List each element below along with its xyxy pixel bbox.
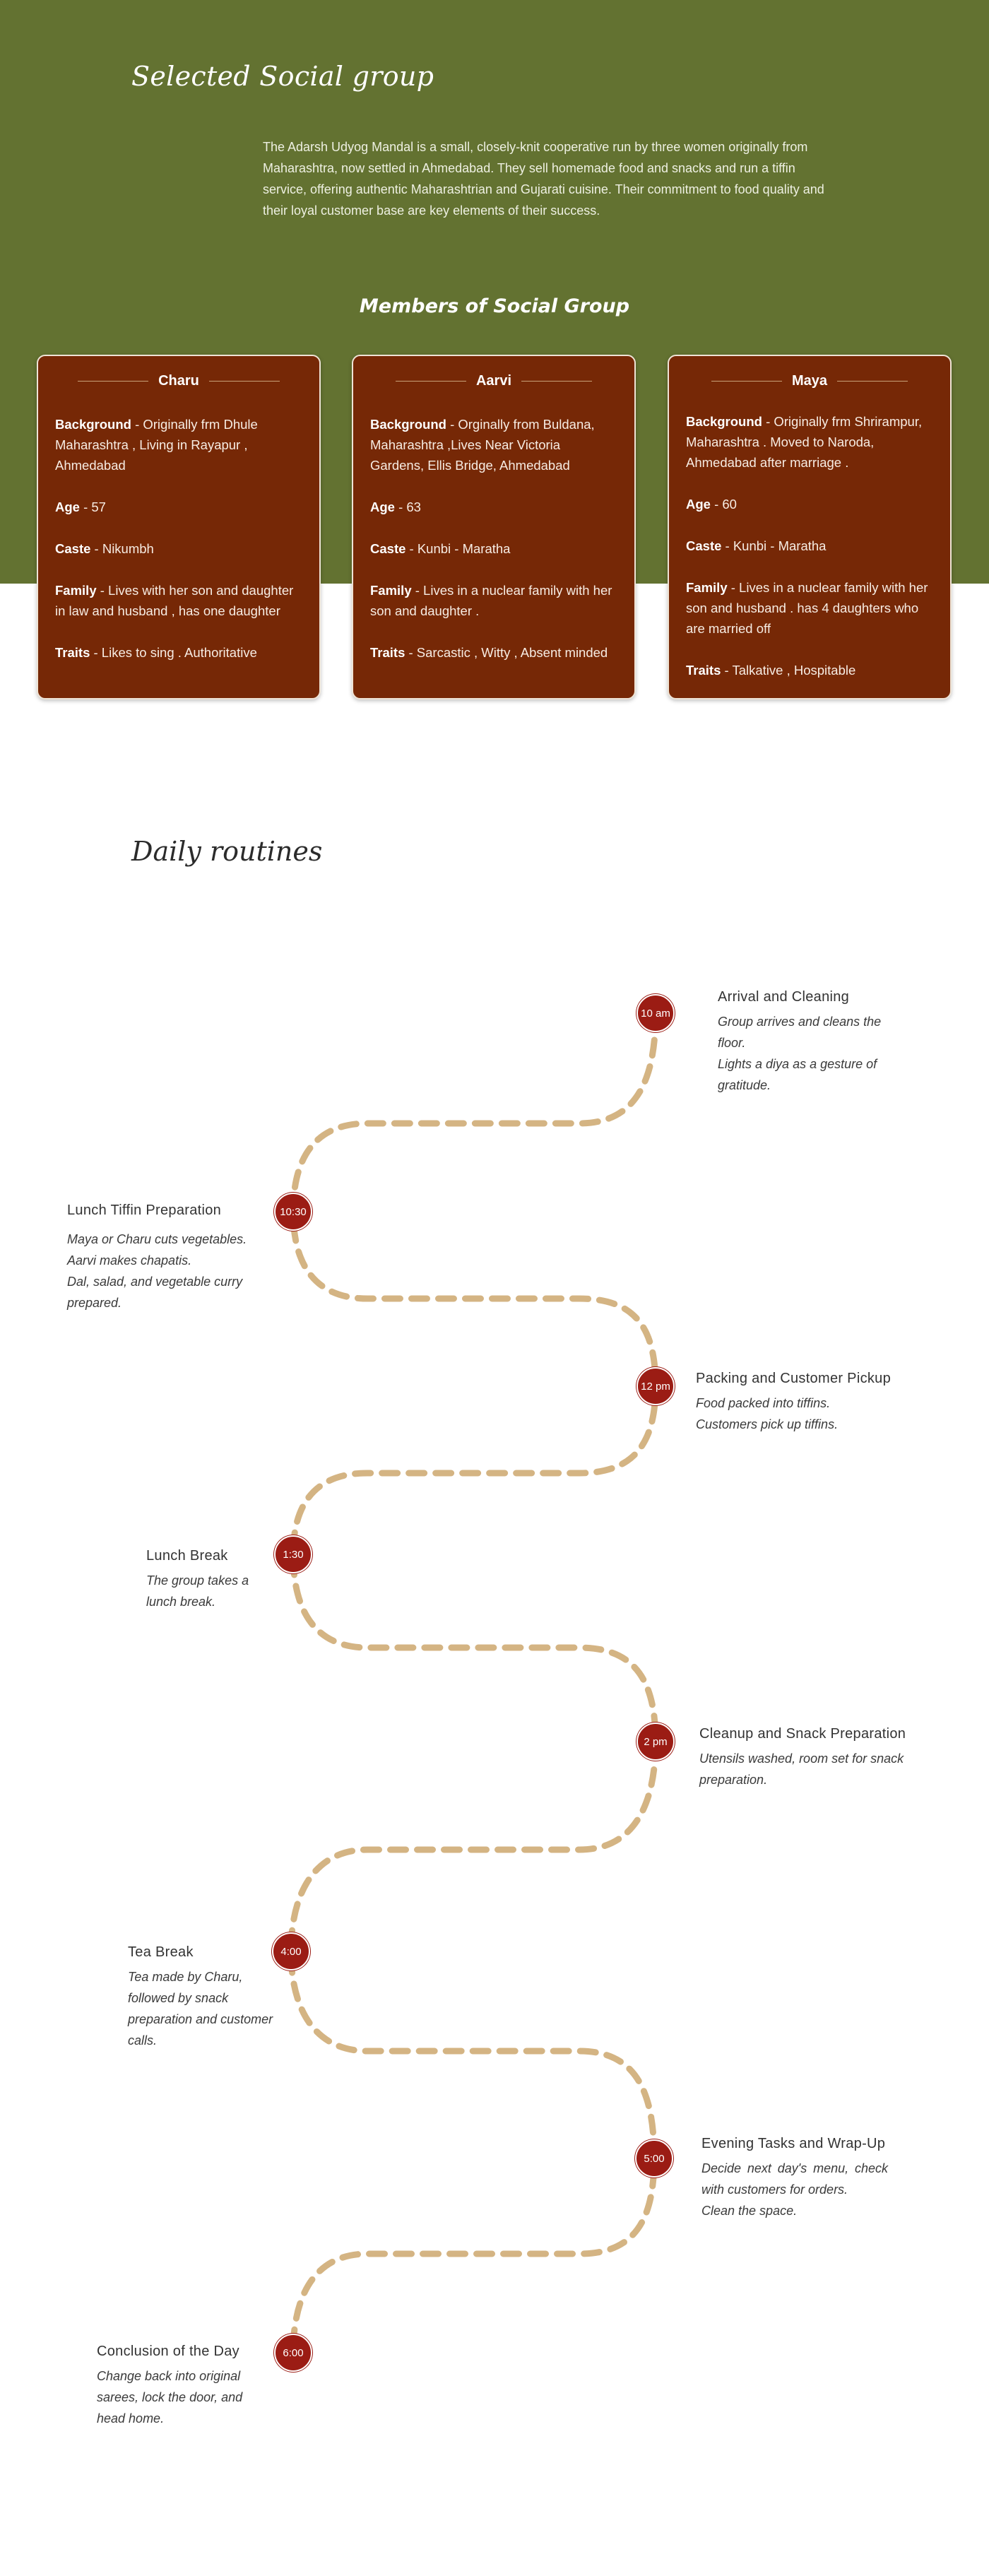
timeline-dashed-curve bbox=[288, 1010, 659, 2356]
time-marker-10am: 10 am bbox=[636, 994, 675, 1032]
card-header: Charu bbox=[55, 356, 302, 406]
time-marker-2pm: 2 pm bbox=[636, 1723, 675, 1761]
time-marker-400: 4:00 bbox=[272, 1932, 310, 1971]
routine-description: Tea made by Charu, followed by snack pre… bbox=[128, 1970, 273, 2048]
member-card-aarvi: Aarvi Background - Orginally from Buldan… bbox=[352, 355, 636, 699]
time-marker-130: 1:30 bbox=[274, 1535, 312, 1573]
routine-title: Cleanup and Snack Preparation bbox=[699, 1726, 906, 1742]
members-heading: Members of Social Group bbox=[359, 295, 630, 317]
routine-description: Food packed into tiffins. Customers pick… bbox=[696, 1396, 839, 1431]
intro-paragraph: The Adarsh Udyog Mandal is a small, clos… bbox=[263, 140, 824, 218]
field-caste: Caste - Kunbi - Maratha bbox=[370, 541, 511, 556]
member-card-maya: Maya Background - Originally frm Shriram… bbox=[668, 355, 952, 699]
card-header: Maya bbox=[686, 356, 933, 406]
time-marker-12pm: 12 pm bbox=[636, 1367, 675, 1405]
field-age: Age - 60 bbox=[686, 497, 737, 512]
routine-cleanup-snack: Cleanup and Snack Preparation Utensils w… bbox=[699, 1726, 932, 1790]
field-background: Background - Originally frm Dhule Mahara… bbox=[55, 417, 258, 473]
time-marker-600: 6:00 bbox=[274, 2334, 312, 2372]
field-age: Age - 57 bbox=[55, 500, 106, 514]
routine-title: Arrival and Cleaning bbox=[718, 989, 850, 1005]
divider bbox=[521, 380, 593, 382]
divider bbox=[78, 380, 149, 382]
routine-title: Conclusion of the Day bbox=[97, 2344, 239, 2359]
divider bbox=[837, 380, 908, 382]
routine-description: Utensils washed, room set for snack prep… bbox=[699, 1751, 904, 1787]
field-background: Background - Originally frm Shrirampur, … bbox=[686, 414, 923, 470]
routine-lunch-break: Lunch Break The group takes a lunch brea… bbox=[146, 1548, 259, 1612]
routine-title: Tea Break bbox=[128, 1944, 194, 1960]
routine-description: The group takes a lunch break. bbox=[146, 1573, 249, 1609]
field-family: Family - Lives with her son and daughter… bbox=[55, 583, 294, 618]
routine-description: Decide next day's menu, check with custo… bbox=[701, 2161, 888, 2218]
time-marker-500: 5:00 bbox=[635, 2139, 673, 2178]
field-age: Age - 63 bbox=[370, 500, 421, 514]
routine-title: Packing and Customer Pickup bbox=[696, 1371, 892, 1386]
field-background: Background - Orginally from Buldana, Mah… bbox=[370, 417, 595, 473]
member-name: Aarvi bbox=[475, 372, 512, 389]
routine-title: Evening Tasks and Wrap-Up bbox=[701, 2136, 886, 2151]
routine-title: Lunch Break bbox=[146, 1548, 228, 1564]
time-marker-1030: 10:30 bbox=[274, 1193, 312, 1231]
divider bbox=[208, 380, 280, 382]
routine-arrival-cleaning: Arrival and Cleaning Group arrives and c… bbox=[718, 989, 901, 1096]
member-card-charu: Charu Background - Originally frm Dhule … bbox=[37, 355, 321, 699]
routine-conclusion: Conclusion of the Day Change back into o… bbox=[97, 2344, 273, 2429]
field-family: Family - Lives in a nuclear family with … bbox=[686, 580, 928, 636]
card-header: Aarvi bbox=[370, 356, 617, 406]
routine-description: Maya or Charu cuts vegetables. Aarvi mak… bbox=[67, 1232, 247, 1310]
routine-tea-break: Tea Break Tea made by Charu, followed by… bbox=[128, 1944, 297, 2051]
divider bbox=[711, 380, 782, 382]
page-title: Selected Social group bbox=[131, 61, 434, 92]
field-caste: Caste - Kunbi - Maratha bbox=[686, 538, 827, 553]
field-traits: Traits - Likes to sing . Authoritative bbox=[55, 645, 257, 660]
divider bbox=[395, 380, 466, 382]
routine-title: Lunch Tiffin Preparation bbox=[67, 1203, 222, 1218]
routine-lunch-tiffin: Lunch Tiffin Preparation Maya or Charu c… bbox=[67, 1203, 272, 1313]
routine-packing-pickup: Packing and Customer Pickup Food packed … bbox=[696, 1371, 922, 1435]
member-name: Charu bbox=[158, 372, 199, 389]
field-traits: Traits - Sarcastic , Witty , Absent mind… bbox=[370, 645, 608, 660]
field-family: Family - Lives in a nuclear family with … bbox=[370, 583, 612, 618]
routine-description: Change back into original sarees, lock t… bbox=[97, 2369, 243, 2426]
routines-heading: Daily routines bbox=[131, 836, 323, 867]
field-traits: Traits - Talkative , Hospitable bbox=[686, 663, 856, 678]
field-caste: Caste - Nikumbh bbox=[55, 541, 154, 556]
routine-evening-wrapup: Evening Tasks and Wrap-Up Decide next da… bbox=[701, 2136, 913, 2221]
routine-description: Group arrives and cleans the floor. Ligh… bbox=[718, 1015, 882, 1092]
member-name: Maya bbox=[791, 372, 828, 389]
